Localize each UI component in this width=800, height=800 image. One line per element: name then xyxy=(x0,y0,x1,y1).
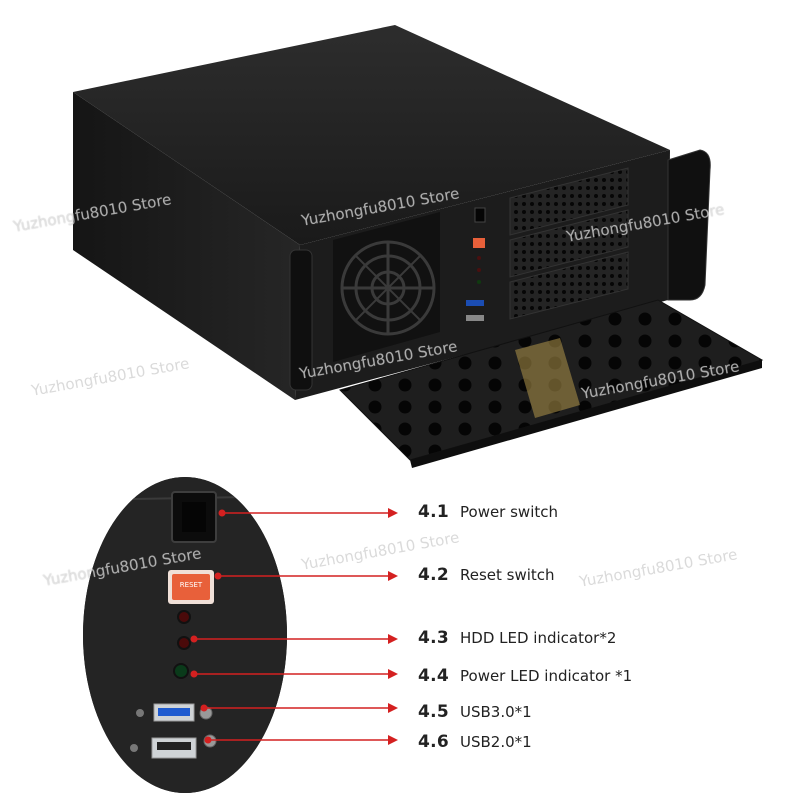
front-power-switch xyxy=(474,207,486,223)
callout-arrow-head xyxy=(388,669,398,679)
callout-label: Reset switch xyxy=(460,566,555,584)
callout-usb3: 4.5 USB3.0*1 xyxy=(418,702,532,722)
callout-label: Power switch xyxy=(460,503,559,521)
callout-arrow-head xyxy=(388,634,398,644)
reset-button-label: RESET xyxy=(179,581,203,589)
callout-power-switch: 4.1 Power switch xyxy=(418,502,558,522)
callout-number: 4.4 xyxy=(418,666,450,686)
callout-arrow-head xyxy=(388,735,398,745)
left-handle xyxy=(289,249,313,391)
front-usb3-port xyxy=(466,300,484,306)
front-panel-closeup xyxy=(83,477,398,793)
callout-usb2: 4.6 USB2.0*1 xyxy=(418,732,532,752)
callout-hdd-led: 4.3 HDD LED indicator*2 xyxy=(418,628,616,648)
chassis-side xyxy=(73,92,300,400)
callout-number: 4.1 xyxy=(418,502,450,522)
callout-label: Power LED indicator *1 xyxy=(460,667,633,685)
closeup-hdd-led-1 xyxy=(177,610,191,624)
chassis-illustration xyxy=(73,25,764,468)
callout-arrow-head xyxy=(388,703,398,713)
callout-label: USB3.0*1 xyxy=(460,703,532,721)
closeup-power-led xyxy=(173,663,189,679)
callout-reset-switch: 4.2 Reset switch xyxy=(418,565,555,585)
callout-number: 4.6 xyxy=(418,732,450,752)
drive-bay-2 xyxy=(509,209,629,278)
chassis-top xyxy=(73,25,670,245)
closeup-hdd-led-2 xyxy=(177,636,191,650)
front-usb2-port xyxy=(466,315,484,321)
right-handle xyxy=(667,149,711,301)
callout-arrow-head xyxy=(388,571,398,581)
callout-power-led: 4.4 Power LED indicator *1 xyxy=(418,666,632,686)
front-reset-switch xyxy=(473,238,485,248)
callout-number: 4.3 xyxy=(418,628,450,648)
drive-bay-1 xyxy=(509,167,629,236)
callout-number: 4.2 xyxy=(418,565,450,585)
callout-arrow-head xyxy=(388,508,398,518)
callout-label: HDD LED indicator*2 xyxy=(460,629,617,647)
drive-bay-3 xyxy=(509,251,629,320)
callout-label: USB2.0*1 xyxy=(460,733,532,751)
callout-number: 4.5 xyxy=(418,702,450,722)
